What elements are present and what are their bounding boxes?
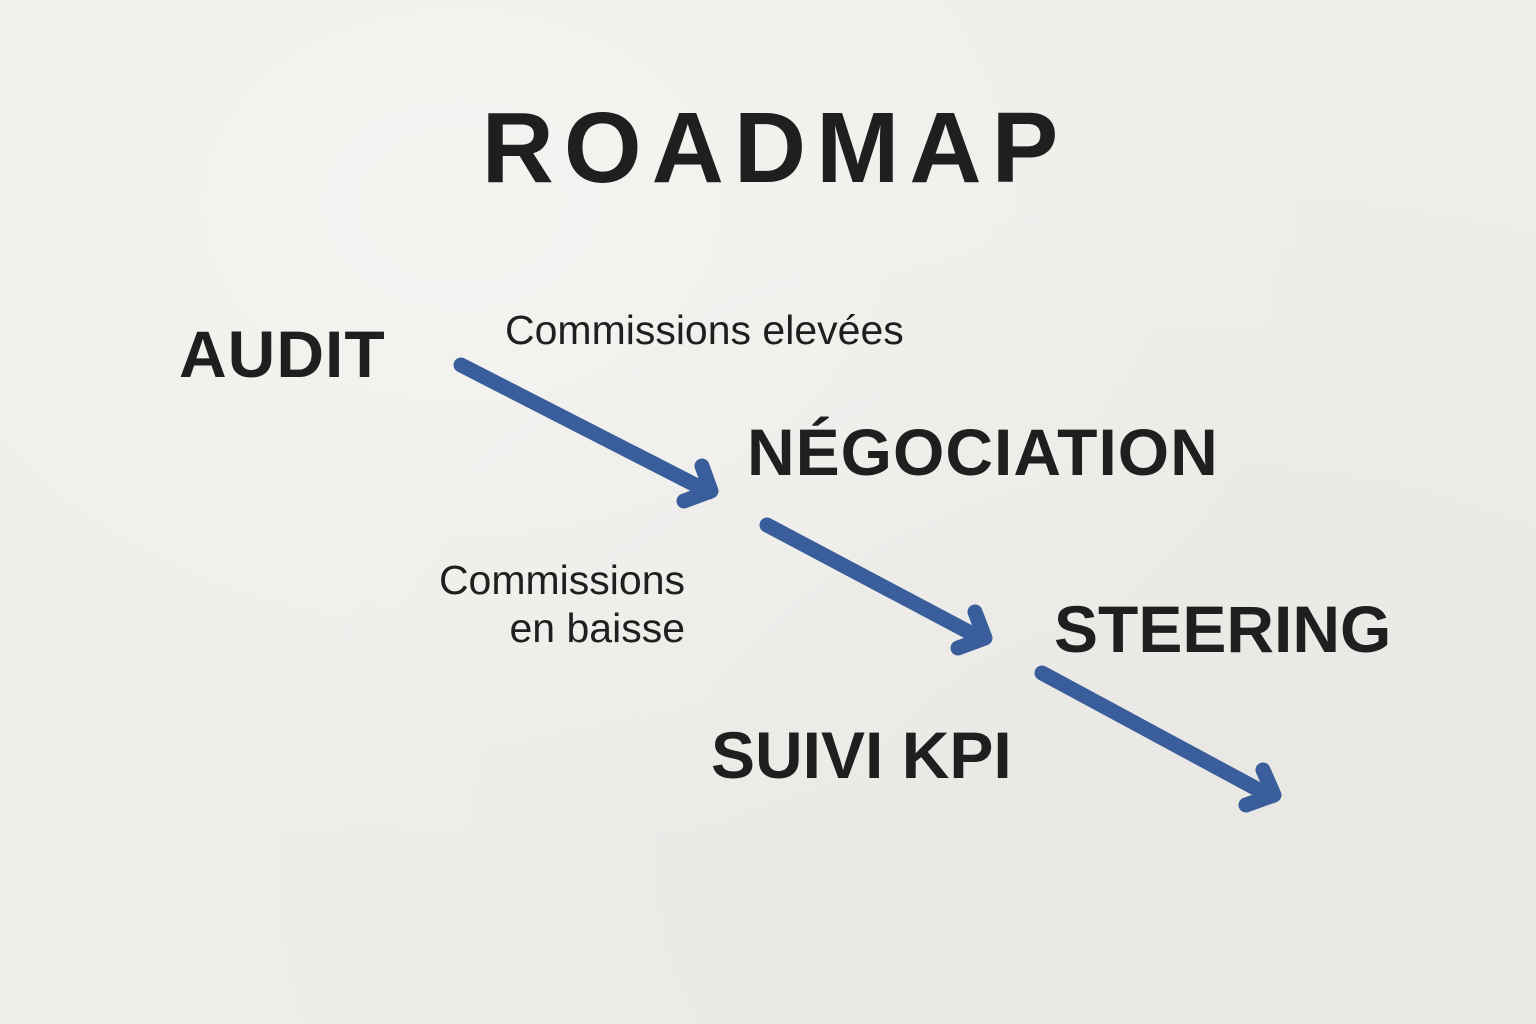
annotation-high-commissions: Commissions elevées (505, 307, 904, 353)
annotation-low-commissions: Commissions en baisse (380, 556, 685, 653)
arrow-down-right-icon (759, 517, 993, 656)
arrow-down-right-icon (1034, 665, 1282, 813)
annotation-low-commissions-line-2: en baisse (509, 605, 685, 652)
stage-steering: STEERING (1054, 592, 1392, 666)
arrow-down-right-icon (453, 357, 719, 509)
stage-suivi-kpi: SUIVI KPI (711, 718, 1012, 792)
diagram-title: ROADMAP (481, 92, 1069, 204)
stage-audit: AUDIT (179, 317, 386, 391)
stage-negociation: NÉGOCIATION (747, 415, 1219, 489)
annotation-low-commissions-line-1: Commissions (438, 557, 685, 603)
